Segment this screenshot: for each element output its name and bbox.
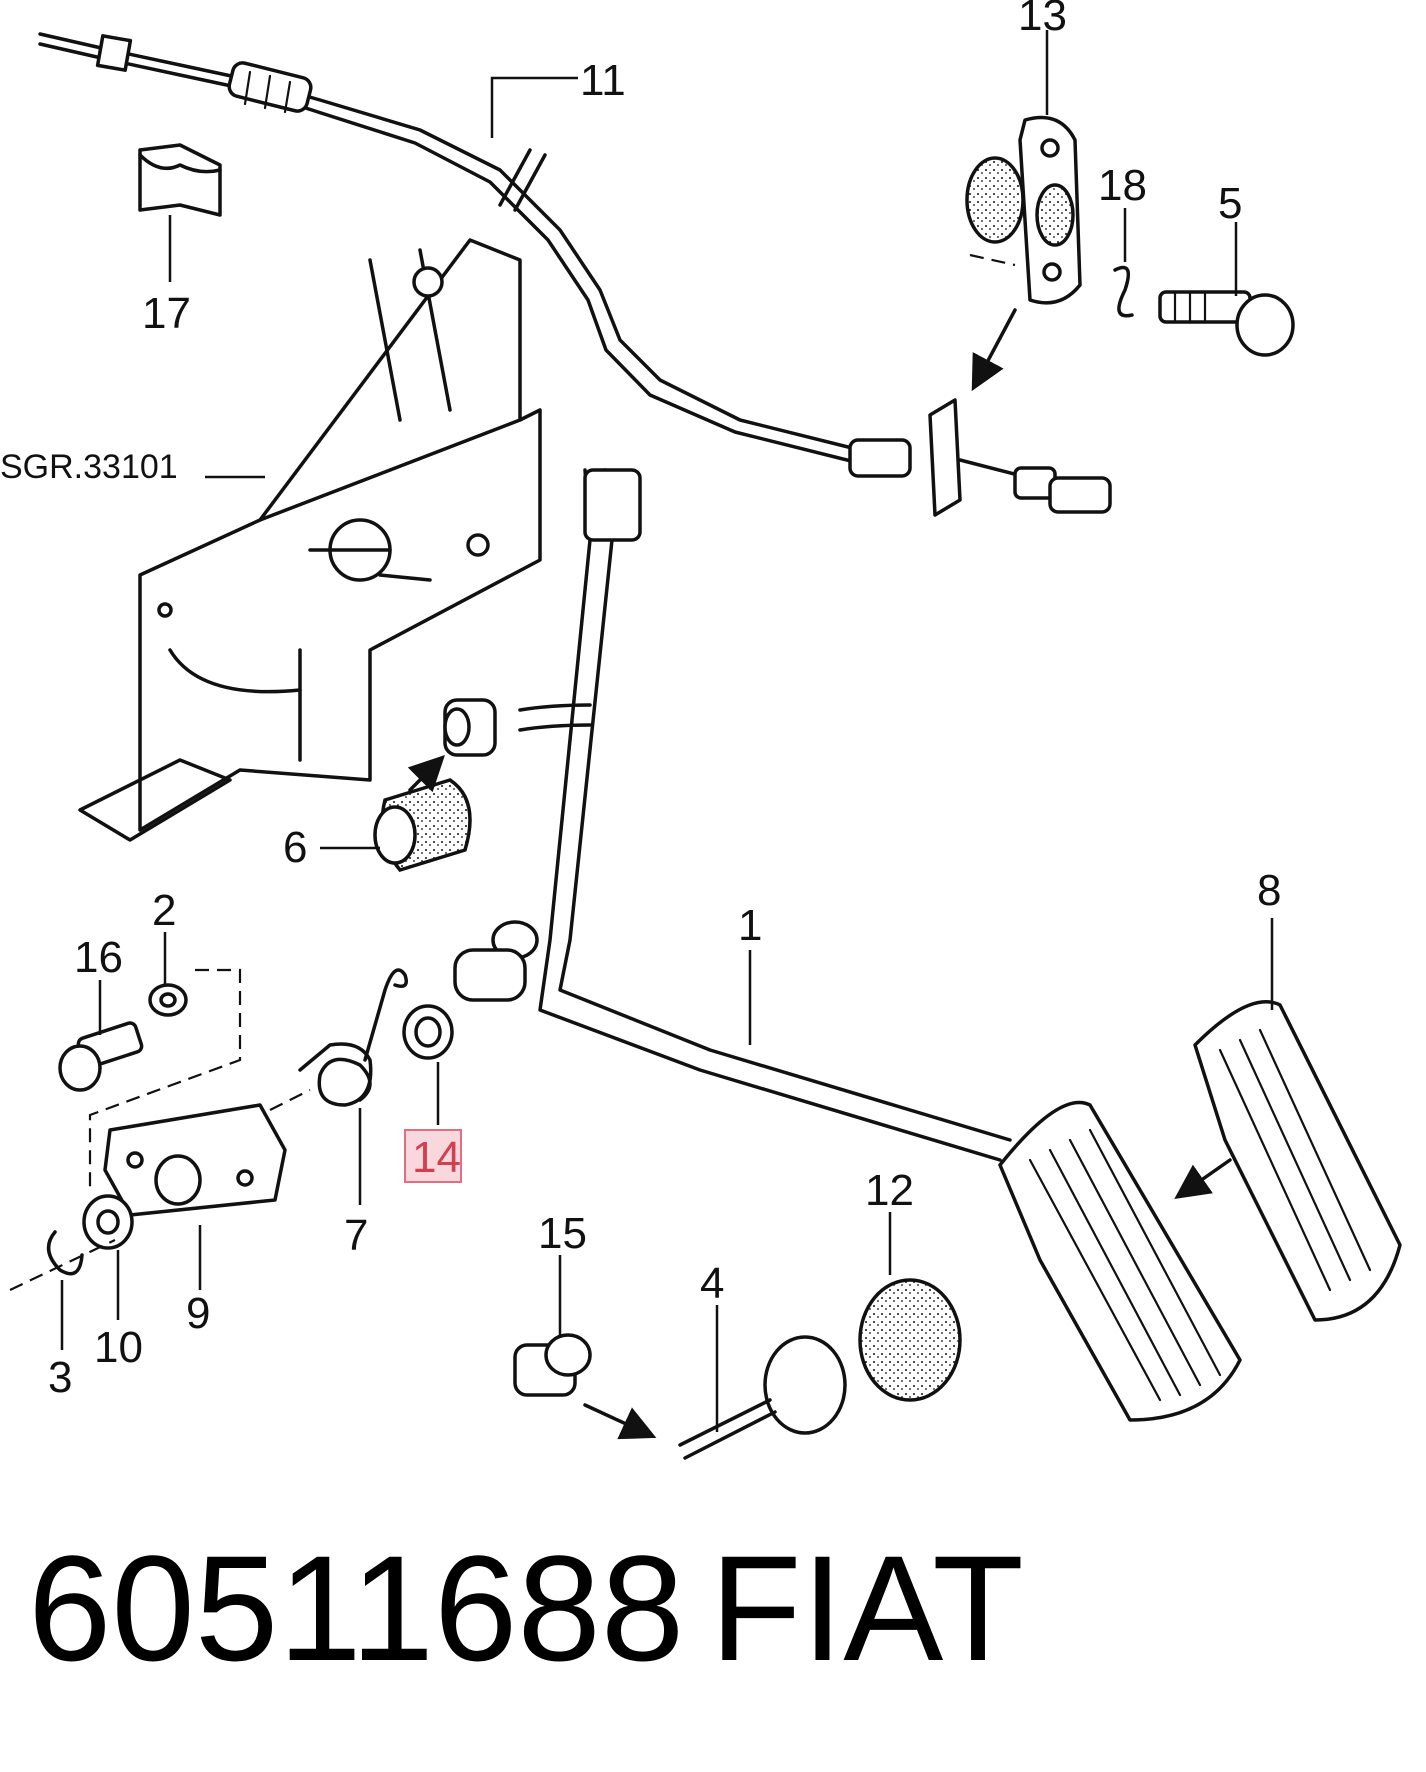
callout-10: 10: [94, 1323, 143, 1372]
callout-8: 8: [1257, 866, 1281, 915]
bolt-16: [58, 1021, 144, 1092]
pedal-lever: [453, 468, 1012, 1162]
pedal-pad-installed: [998, 1100, 1242, 1422]
callout-11: 11: [580, 56, 626, 105]
return-spring: [298, 968, 408, 1107]
callout-15: 15: [538, 1209, 587, 1258]
circlip-3: [46, 1230, 84, 1276]
spring-clip: [1113, 265, 1134, 318]
callout-13: 13: [1018, 0, 1067, 40]
cable-clip: [138, 143, 222, 282]
callout-7: 7: [344, 1211, 368, 1260]
pedal-bracket: [78, 238, 542, 842]
mounting-flange: [965, 115, 1082, 305]
callout-2: 2: [152, 886, 176, 935]
assembly-reference: SGR.33101: [0, 448, 178, 486]
circlip-14: [402, 1004, 454, 1060]
callout-6: 6: [283, 823, 307, 872]
callout-5: 5: [1218, 179, 1242, 228]
brand-name: FIAT: [710, 1524, 1024, 1692]
accelerator-cable: [38, 32, 1112, 517]
pedal-pad-spare: [1174, 1000, 1402, 1322]
mounting-screw: [1158, 290, 1295, 357]
callout-16: 16: [74, 933, 123, 982]
callout-14-highlight: [404, 1129, 462, 1183]
callout-18: 18: [1098, 161, 1147, 210]
pivot-pin: [678, 1335, 847, 1460]
rubber-pad: [858, 1278, 962, 1402]
callout-9: 9: [186, 1289, 210, 1338]
callout-17: 17: [142, 289, 191, 338]
cable-end-fitting: [848, 398, 1112, 517]
leader-lines: [60, 30, 1274, 1432]
pivot-plate: [103, 1103, 287, 1217]
callout-4: 4: [700, 1259, 724, 1308]
callout-1: 1: [738, 901, 762, 950]
nylon-bushing: [513, 1333, 592, 1397]
callout-14: 14: [412, 1133, 461, 1182]
callout-12: 12: [865, 1166, 914, 1215]
washer-2: [148, 983, 188, 1017]
bushing: [373, 698, 497, 873]
part-number: 60511688: [28, 1524, 684, 1692]
callout-3: 3: [48, 1353, 72, 1402]
washer-10: [82, 1194, 134, 1250]
